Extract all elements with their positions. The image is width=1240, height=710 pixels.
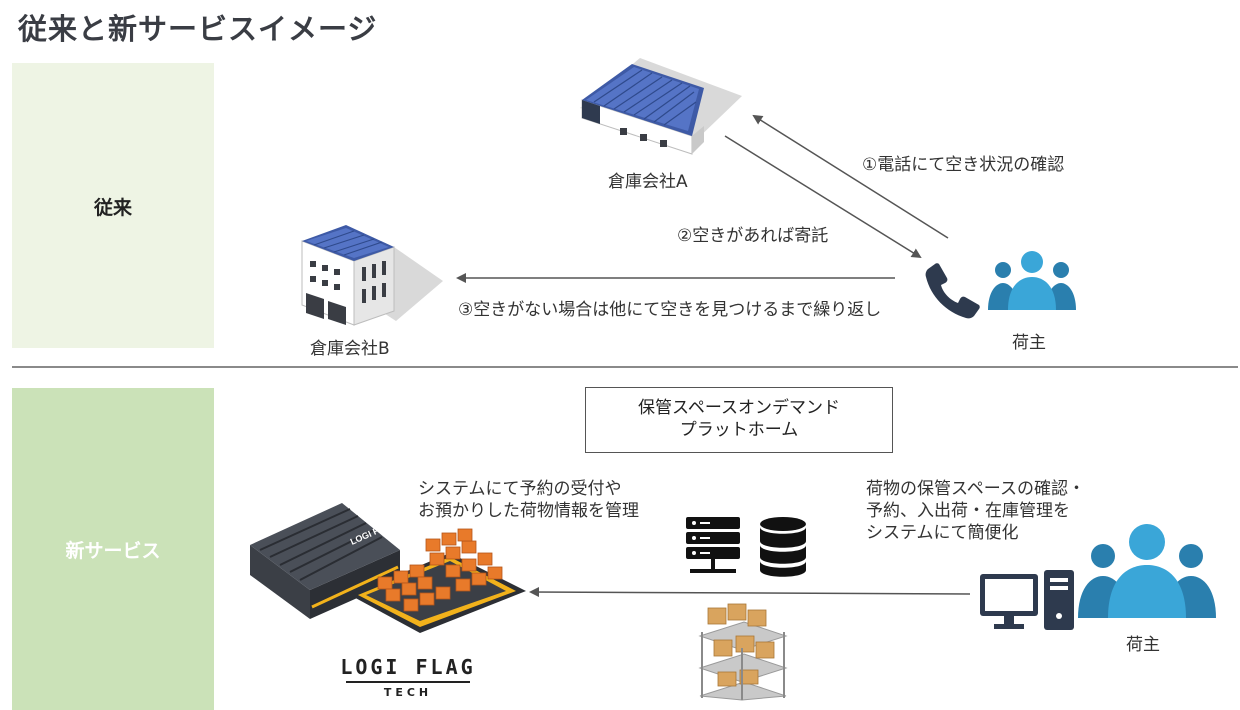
new-service-panel: 新サービス: [12, 388, 214, 710]
arrow-confirm: [752, 114, 949, 239]
step-3-label: ③空きがない場合は他にて空きを見つけるまで繰り返し: [458, 300, 882, 320]
step-1-label: ①電話にて空き状況の確認: [862, 155, 1065, 175]
server-icon: [686, 517, 740, 573]
shipper-label-traditional: 荷主: [1012, 333, 1046, 353]
logo: LOGI FLAG TECH: [340, 655, 476, 699]
shipper-note-line-1: 荷物の保管スペースの確認・: [866, 479, 1085, 499]
system-note: システムにて予約の受付や お預かりした荷物情報を管理: [418, 478, 639, 522]
traditional-panel: 従来: [12, 63, 214, 348]
arrow-system: [529, 587, 971, 598]
people-icon: [1078, 524, 1216, 618]
logo-underline: [346, 681, 470, 683]
platform-line-2: プラットホーム: [679, 420, 799, 440]
warehouse-icon: [301, 225, 443, 326]
warehouse-b-label: 倉庫会社B: [310, 339, 390, 359]
new-service-label: 新サービス: [65, 540, 161, 562]
arrow-deposit: [724, 135, 922, 259]
platform-box: 保管スペースオンデマンド プラットホーム: [585, 387, 893, 453]
page-title: 従来と新サービスイメージ: [18, 12, 378, 46]
section-divider: [12, 366, 1238, 368]
system-note-line-1: システムにて予約の受付や: [418, 479, 622, 499]
warehouse-icon: [580, 58, 742, 155]
platform-line-1: 保管スペースオンデマンド: [638, 398, 840, 418]
logi-flag-warehouse-icon: LOGI FLAG: [250, 503, 526, 633]
computer-icon: [980, 570, 1074, 630]
shipper-note-line-3: システムにて簡便化: [866, 523, 1019, 543]
shipper-note: 荷物の保管スペースの確認・ 予約、入出荷・在庫管理を システムにて簡便化: [866, 478, 1085, 544]
shipper-note-line-2: 予約、入出荷・在庫管理を: [866, 501, 1070, 521]
system-note-line-2: お預かりした荷物情報を管理: [418, 501, 639, 521]
traditional-label: 従来: [93, 197, 132, 219]
shelf-icon: [698, 603, 788, 701]
step-2-label: ②空きがあれば寄託: [677, 226, 829, 246]
shipper-label-new: 荷主: [1126, 635, 1160, 655]
logo-sub: TECH: [383, 686, 433, 699]
people-icon: [988, 251, 1076, 310]
database-icon: [760, 517, 806, 577]
phone-icon: [925, 263, 980, 319]
logo-brand: LOGI FLAG: [340, 655, 476, 679]
warehouse-a-label: 倉庫会社A: [608, 172, 688, 192]
